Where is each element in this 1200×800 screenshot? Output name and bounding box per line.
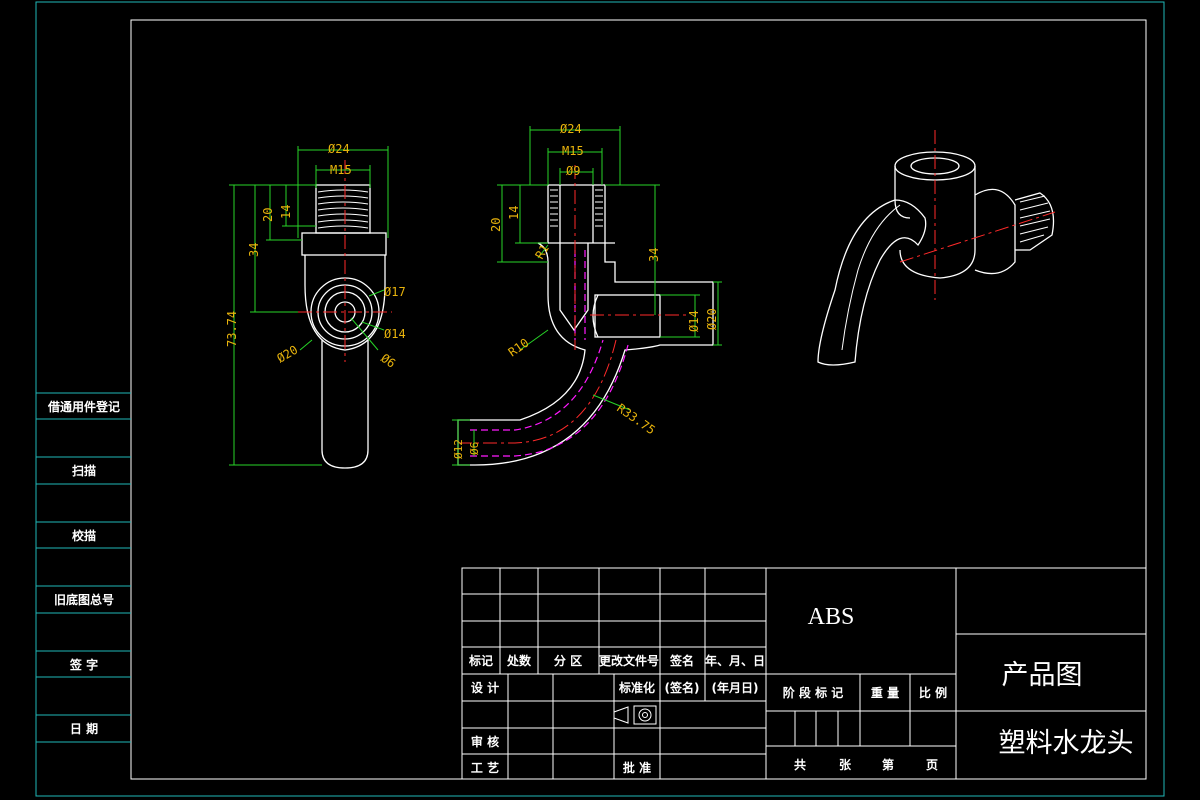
drawing-frame <box>35 1 1165 797</box>
front-dim-m15: M15 <box>330 163 352 177</box>
drawing-type-title: 产品图 <box>1002 660 1083 691</box>
iso-side-boss <box>974 188 1016 275</box>
front-dim-20: 20 <box>261 208 275 222</box>
side-label-old-number: 旧底图总号 <box>54 592 114 607</box>
header-zone: 分 区 <box>554 653 582 668</box>
section-view: Ø24 M15 Ø9 20 14 R1 34 Ø14 Ø20 R10 R33.7… <box>452 122 722 466</box>
side-label-date: 日 期 <box>70 721 98 736</box>
front-dim-d17: Ø17 <box>384 285 406 299</box>
front-dim-d24: Ø24 <box>328 142 350 156</box>
section-dim-d24: Ø24 <box>560 122 582 136</box>
process-label: 工 艺 <box>471 760 499 775</box>
section-dim-20: 20 <box>489 218 503 232</box>
iso-horizontal-centerline <box>899 211 1056 263</box>
header-date: 年、月、日 <box>705 653 765 668</box>
side-label-scan: 扫描 <box>72 463 96 478</box>
front-dim-d20: Ø20 <box>275 343 301 366</box>
section-dimensions <box>452 126 722 466</box>
section-valve-bore <box>594 294 661 338</box>
projection-cone-symbol <box>613 706 629 724</box>
front-dim-14: 14 <box>279 205 293 219</box>
stage-mark-label: 阶 段 标 记 <box>783 685 844 700</box>
iso-spout <box>817 199 927 366</box>
sign-paren-label: (签名) <box>665 680 700 695</box>
side-label-register: 借通用件登记 <box>47 399 120 414</box>
outer-frame <box>35 1 1165 797</box>
section-body-outline <box>457 185 714 466</box>
design-label: 设 计 <box>471 680 499 695</box>
header-signature: 签名 <box>669 653 694 668</box>
section-dim-d20: Ø20 <box>705 308 719 330</box>
front-handle <box>321 340 369 469</box>
sheets-page-label: 页 <box>926 758 938 772</box>
front-dim-73-74: 73.74 <box>225 311 239 347</box>
section-dim-d9: Ø9 <box>566 164 580 178</box>
weight-label: 重 量 <box>871 685 899 700</box>
front-dim-34: 34 <box>247 243 261 257</box>
section-dim-m15: M15 <box>562 144 584 158</box>
section-spout-centerline <box>458 339 617 444</box>
side-label-signature: 签 字 <box>69 657 98 672</box>
header-mark: 标记 <box>468 653 493 668</box>
front-dim-d14: Ø14 <box>384 327 406 341</box>
date-paren-label: (年月日) <box>712 680 759 695</box>
front-body <box>304 255 386 351</box>
scale-label: 比 例 <box>919 685 947 700</box>
section-dim-34: 34 <box>647 248 661 262</box>
section-dim-d14: Ø14 <box>687 310 701 332</box>
isometric-view <box>817 130 1056 366</box>
section-dim-d12: Ø12 <box>452 439 465 459</box>
section-dim-r10: R10 <box>506 336 532 360</box>
part-name-title: 塑料水龙头 <box>999 728 1134 759</box>
section-dim-14: 14 <box>507 206 521 220</box>
side-column: 借通用件登记 扫描 校描 旧底图总号 签 字 日 期 <box>36 392 131 743</box>
sheets-zhang-label: 张 <box>839 757 852 772</box>
front-view: Ø24 M15 20 14 34 73.74 Ø17 Ø14 Ø6 Ø20 <box>225 142 406 469</box>
thread-hatching <box>317 189 369 229</box>
sheets-no-label: 第 <box>882 757 894 772</box>
standardize-label: 标准化 <box>618 680 655 695</box>
title-block: ABS 标记 处数 分 区 更改文件号 签名 年、月、日 设 计 标准化 (签名… <box>461 567 1147 780</box>
section-dim-r33-75: R33.75 <box>614 401 658 437</box>
sheets-total-label: 共 <box>794 757 806 772</box>
front-collar <box>301 232 387 256</box>
section-hidden-channel-inner <box>470 344 629 457</box>
approve-label: 批 准 <box>623 760 651 775</box>
section-hidden-channel-outer <box>470 339 604 431</box>
section-bore <box>559 243 589 332</box>
material-label: ABS <box>808 604 855 630</box>
header-count: 处数 <box>506 653 532 668</box>
section-dim-d6: Ø6 <box>468 442 481 455</box>
front-dim-d6: Ø6 <box>378 351 398 371</box>
front-dimensions <box>229 146 389 466</box>
section-dim-r1: R1 <box>532 242 551 262</box>
header-change-file: 更改文件号 <box>599 653 659 668</box>
side-label-trace: 校描 <box>72 528 96 543</box>
review-label: 审 核 <box>471 734 499 749</box>
